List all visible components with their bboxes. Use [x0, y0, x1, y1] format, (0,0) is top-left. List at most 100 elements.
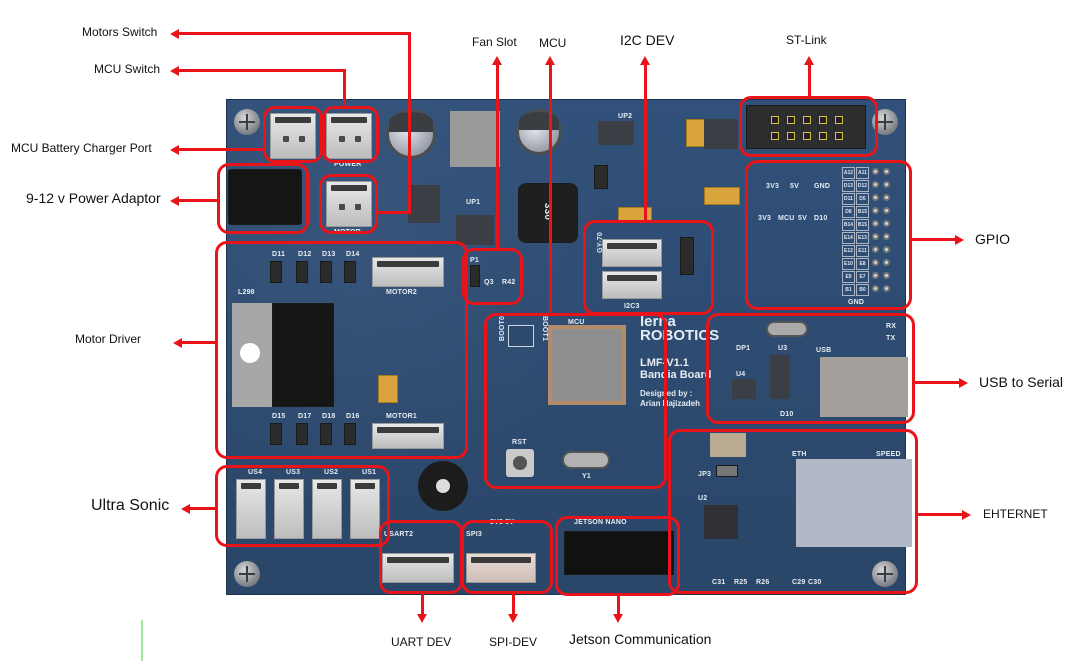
mounting-screw-icon: [234, 561, 260, 587]
label-st-link: ST-Link: [786, 33, 827, 47]
gpio-pin-label: B0: [856, 284, 869, 296]
label-motors-switch: Motors Switch: [82, 25, 158, 39]
reset-button[interactable]: [506, 449, 534, 477]
gpio-pin-label: E9: [842, 271, 855, 283]
gpio-pin-hole: [883, 233, 890, 240]
up1-module: [450, 111, 500, 167]
gpio-pin-label: B15: [856, 206, 869, 218]
gpio-pin-label: A11: [856, 167, 869, 179]
arrow-down-icon: [613, 614, 623, 623]
gpio-pin-hole: [872, 246, 879, 253]
silk-c29: C29: [792, 579, 806, 586]
ethernet-port[interactable]: [796, 459, 912, 547]
box-fan-slot: [462, 248, 523, 305]
leader-line: [808, 64, 811, 97]
dc-barrel-jack: [228, 169, 302, 225]
ultrasonic-connector-us2: [312, 479, 342, 539]
label-power-adaptor: 9-12 v Power Adaptor: [26, 190, 161, 206]
silk-d15: D15: [272, 413, 286, 420]
silk-us4: US4: [248, 469, 263, 476]
silk-i2c3: I2C3: [624, 303, 640, 310]
gpio-pin-hole: [883, 181, 890, 188]
gpio-pin-hole: [883, 246, 890, 253]
silk-up1: UP1: [466, 199, 481, 206]
jetson-header: [564, 531, 674, 575]
silk-p1: P1: [470, 257, 479, 264]
silk-d10: D10: [814, 215, 828, 222]
silk-d18: D18: [322, 413, 336, 420]
gpio-pin-label: E8: [856, 258, 869, 270]
arrow-up-icon: [492, 56, 502, 65]
gpio-pin-label: D12: [856, 180, 869, 192]
silk-mcu: MCU: [778, 215, 795, 222]
silk-power: POWER: [334, 161, 362, 168]
box-i2c: [583, 220, 714, 315]
silk-r42: R42: [502, 279, 516, 286]
gpio-pin-label: E12: [842, 245, 855, 257]
capacitor-c44: [378, 375, 398, 403]
gpio-pin-label: D5: [856, 193, 869, 205]
i2c-connector-1: [602, 239, 662, 267]
silk-u3: U3: [778, 345, 788, 352]
electrolytic-capacitor: [386, 109, 436, 159]
arrow-right-icon: [955, 235, 964, 245]
box-ultrasonic: [215, 465, 390, 547]
arrow-right-icon: [959, 378, 968, 388]
silk-usb: USB: [816, 347, 832, 354]
label-fan-slot: Fan Slot: [472, 35, 517, 49]
charger-port-connector: [270, 113, 316, 159]
crystal-y1: [562, 451, 610, 469]
uart-connector: [382, 553, 454, 583]
box-usb-serial: [706, 313, 915, 424]
gpio-pin-hole: [883, 285, 890, 292]
gpio-pin-hole: [872, 194, 879, 201]
silk-rst: RST: [512, 439, 527, 446]
motor1-connector: [372, 423, 444, 449]
silk-q3: Q3: [484, 279, 494, 286]
st-link-header: [746, 105, 866, 149]
box-spi: [461, 520, 553, 594]
u3-chip: [770, 355, 790, 399]
leader-line: [181, 341, 216, 344]
arrow-down-icon: [417, 614, 427, 623]
diode-d1: [408, 185, 440, 223]
gpio-pin-hole: [872, 233, 879, 240]
eth-crystal: [710, 433, 746, 457]
leader-line: [378, 211, 411, 214]
leader-line: [911, 238, 956, 241]
label-ethernet: EHTERNET: [983, 507, 1048, 521]
regulator-chip: [456, 215, 494, 245]
green-marker-line: [141, 620, 143, 661]
silk-speed: SPEED: [876, 451, 901, 458]
silk-y1: Y1: [582, 473, 591, 480]
silk-gnd: GND: [814, 183, 831, 190]
gpio-pin-hole: [872, 181, 879, 188]
u1-regulator: [704, 119, 738, 149]
gpio-pin-label: D13: [842, 180, 855, 192]
i2c-jumper: [680, 237, 694, 275]
gpio-pin-hole: [872, 272, 879, 279]
silk-dp1: DP1: [736, 345, 751, 352]
gpio-pin-label: B15: [856, 219, 869, 231]
usb-port[interactable]: [820, 357, 908, 417]
pcb-board: POWER MOTOR UP1 330 UP2 3V3 5V GND 3V3 M…: [226, 99, 912, 595]
silk-3v3: 3V3: [766, 183, 780, 190]
leader-line: [549, 64, 552, 314]
gpio-pin-label: A12: [842, 167, 855, 179]
gpio-pin-label: D11: [842, 193, 855, 205]
gpio-pin-label: E10: [842, 258, 855, 270]
box-gpio: [745, 160, 912, 310]
silk-rx: RX: [886, 323, 897, 330]
silk-5v: 5V: [790, 183, 799, 190]
leader-line: [914, 381, 960, 384]
silk-d14: D14: [346, 251, 360, 258]
box-mcu: [484, 313, 667, 489]
jp3-jumper: [716, 465, 738, 477]
motors-switch-connector: [326, 181, 372, 227]
arrow-left-icon: [170, 196, 179, 206]
ultrasonic-connector-us3: [274, 479, 304, 539]
l298-chip: [272, 303, 334, 407]
silk-r26: R26: [756, 579, 770, 586]
silk-c31: C31: [712, 579, 726, 586]
diode-d4: [594, 165, 608, 189]
